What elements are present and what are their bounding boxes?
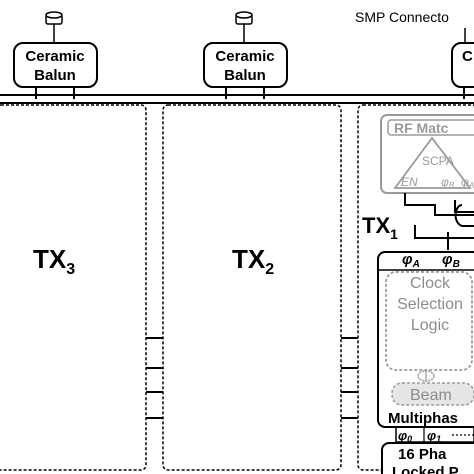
balun-1-line1: Ceramic [25,48,84,65]
ceramic-balun-3: C [451,42,474,99]
link-connector-icon [417,370,435,382]
scpa-label: SCPA [422,154,454,168]
beam-label: Beam [410,387,452,404]
beam-block: Beam [391,382,474,406]
tx2-tx1-interconnect [341,337,358,419]
pll-block: 16 Pha Locked P [381,442,474,474]
clock-label-line1: Clock [410,275,451,292]
tx2-label: TX2 [232,244,274,278]
multiphase-label: Multiphas [388,410,458,427]
tx3-block [0,104,147,471]
balun-3-line1: C [462,48,473,65]
clock-label-line3: Logic [411,317,449,334]
clock-selection-logic: Clock Selection Logic [385,271,473,371]
phi-1-output: φ1 [427,428,441,444]
balun-1-line2: Balun [34,67,76,84]
clock-label-line2: Selection [397,296,463,313]
scpa-phi-b: φB [441,175,455,190]
smp-connector-label: SMP Connecto [355,9,449,25]
pll-line1: 16 Pha [398,446,447,463]
ceramic-balun-2: Ceramic Balun [203,42,288,99]
rf-match-label: RF Matc [394,120,449,136]
pll-line2: Locked P [392,464,459,474]
balun-2-line2: Balun [224,67,266,84]
smp-connector-icon [235,11,253,45]
phi-0-output: φ0 [398,428,412,444]
phi-b-input: φB [442,251,460,270]
tx2-block [162,104,342,471]
ceramic-balun-1: Ceramic Balun [13,42,98,99]
phi-a-input: φA [402,251,420,270]
tx3-label: TX3 [33,244,75,278]
scpa-en-label: EN [401,175,418,189]
tx1-label: TX1 [362,213,398,242]
scpa-phi-a-partial: φA [461,175,474,190]
tx1-wiring [404,193,474,250]
rf-match-block: RF Matc [380,114,474,194]
smp-connector-icon [45,11,63,45]
balun-2-line1: Ceramic [215,48,274,65]
tx3-tx2-interconnect [146,337,163,419]
scpa-block: SCPA EN φB φA [393,136,474,190]
